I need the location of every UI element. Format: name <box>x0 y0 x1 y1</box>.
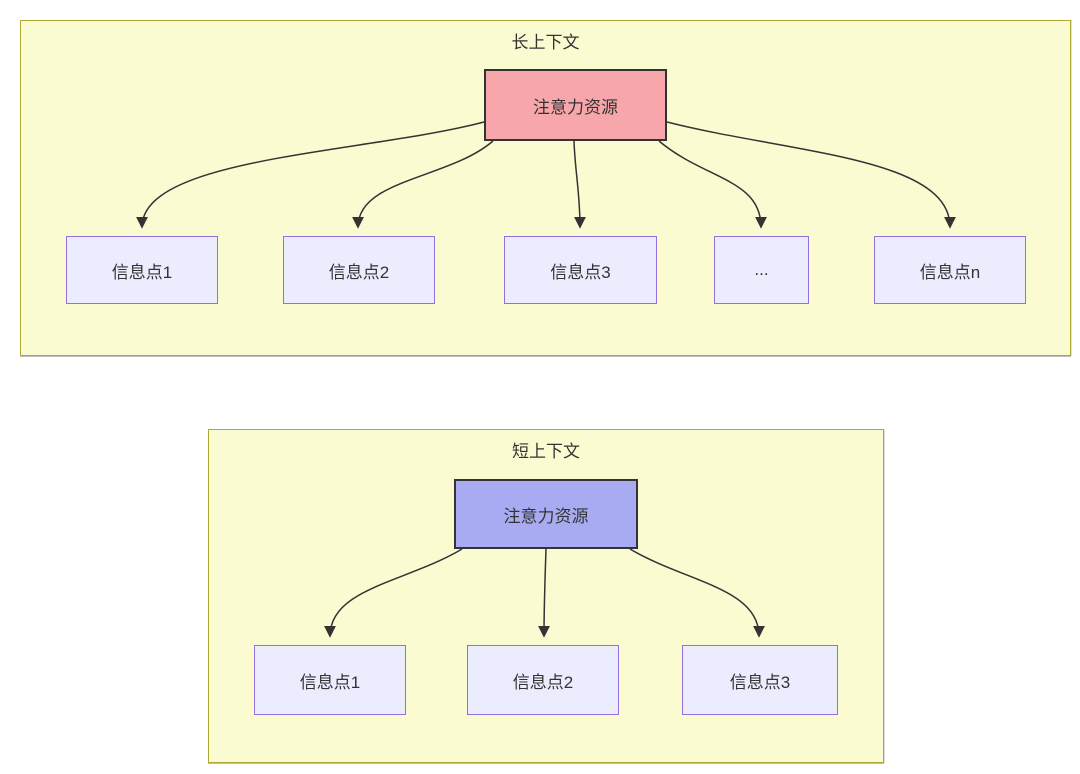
arrow-long-to-info1 <box>136 121 485 229</box>
info-node-long-3: 信息点3 <box>504 236 657 304</box>
short-context-panel: 短上下文 注意力资源 信息点1 信息点2 信息点3 <box>208 429 884 763</box>
arrow-short-to-info2 <box>538 548 551 638</box>
info-node-long-1: 信息点1 <box>66 236 218 304</box>
arrow-long-to-info3 <box>573 140 586 229</box>
arrow-long-to-info2 <box>352 140 494 229</box>
info-node-short-1: 信息点1 <box>254 645 406 715</box>
long-context-panel: 长上下文 注意力资源 信息点1 信息点2 信息点3 ... 信息点n <box>20 20 1071 356</box>
info-node-long-dots: ... <box>714 236 809 304</box>
arrow-short-to-info3 <box>629 548 765 638</box>
attention-node-long: 注意力资源 <box>484 69 667 141</box>
info-node-short-3: 信息点3 <box>682 645 838 715</box>
arrow-long-to-infon <box>666 121 956 229</box>
long-context-title: 长上下文 <box>511 33 580 52</box>
short-context-title: 短上下文 <box>512 442 580 461</box>
arrow-long-to-dots <box>658 140 767 229</box>
info-node-long-n: 信息点n <box>874 236 1026 304</box>
attention-node-short: 注意力资源 <box>454 479 638 549</box>
arrow-short-to-info1 <box>324 548 463 638</box>
info-node-short-2: 信息点2 <box>467 645 619 715</box>
info-node-long-2: 信息点2 <box>283 236 435 304</box>
